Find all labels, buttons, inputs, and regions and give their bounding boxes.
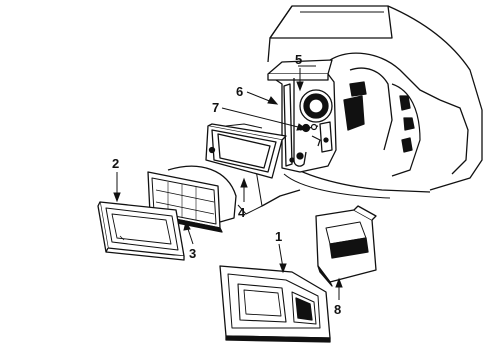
- callout-3: 3: [189, 246, 196, 261]
- support-bracket: [267, 59, 333, 167]
- callout-labels: 1 2 3 4 5 6 7 8: [112, 52, 341, 317]
- callout-2: 2: [112, 156, 119, 171]
- parking-lamp-bezel: [219, 265, 331, 343]
- callout-7: 7: [212, 100, 219, 115]
- callout-4: 4: [238, 205, 246, 220]
- callout-5: 5: [295, 52, 302, 67]
- headlamp-mounting-bracket: [205, 123, 287, 179]
- leader-lines: [113, 68, 343, 300]
- headlamp-assembly: [147, 165, 237, 233]
- vehicle-body: [237, 5, 483, 215]
- headlamp-bezel: [97, 201, 185, 261]
- radiator-support-panel: [269, 73, 337, 173]
- side-marker-lamp: [315, 205, 377, 287]
- callout-8: 8: [334, 302, 341, 317]
- callout-6: 6: [236, 84, 243, 99]
- callout-1: 1: [275, 229, 282, 244]
